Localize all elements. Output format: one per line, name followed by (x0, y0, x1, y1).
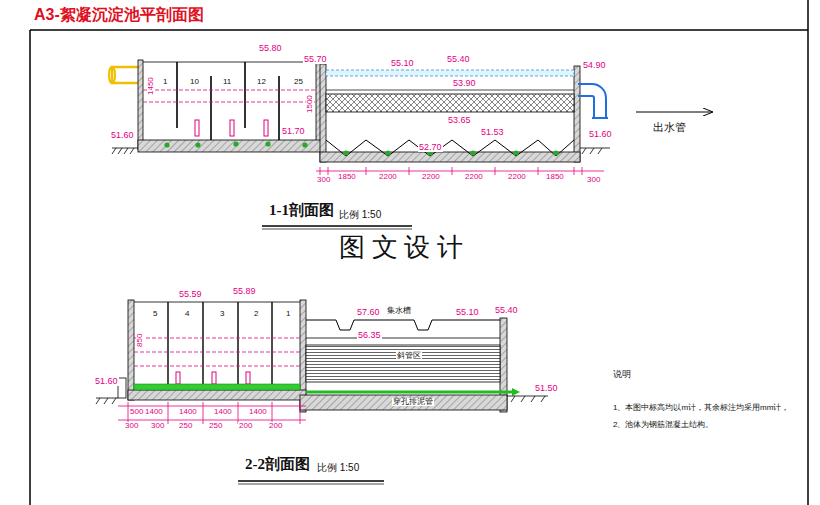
callout-number: 5 (152, 310, 158, 318)
elevation-label: 55.89 (232, 287, 257, 296)
dimension-label: 2200 (421, 173, 441, 181)
dimension-label: 500 (129, 408, 144, 416)
dimension-label: 1400 (144, 408, 164, 416)
dimension-label: 1400 (178, 408, 198, 416)
note-text: 1、本图中标高均以m计，其余标注均采用mm计， (612, 404, 790, 412)
part-label: 出水管 (652, 122, 687, 134)
dimension-label: 1850 (337, 173, 357, 181)
callout-number: 4 (184, 310, 190, 318)
note-text: 说明 (612, 370, 632, 379)
callout-number: 25 (293, 78, 304, 86)
dimension-label: 1400 (248, 408, 268, 416)
dimension-label: 1400 (213, 408, 233, 416)
flocculation-tank-1 (109, 56, 322, 154)
dimension-label: 1450 (147, 76, 155, 96)
elevation-label: 55.80 (258, 44, 283, 53)
dimension-label: 1500 (306, 94, 314, 114)
elevation-label: 54.90 (582, 61, 607, 70)
dimension-label: 300 (316, 176, 331, 184)
elevation-label: 51.60 (94, 377, 119, 386)
elevation-label: 51.53 (480, 128, 505, 137)
dimension-label: 200 (268, 422, 283, 430)
part-label: 穿孔排泥管 (392, 398, 434, 406)
dimension-label: 2200 (507, 173, 527, 181)
dimension-lines-2 (118, 402, 306, 424)
caption-underline (262, 226, 412, 229)
caption-underline (238, 481, 384, 484)
dimension-label: 850 (136, 333, 144, 348)
drawing-frame (30, 0, 808, 505)
dimension-label: 300 (150, 422, 165, 430)
section-caption: 2-2剖面图 (244, 457, 311, 473)
elevation-label: 53.90 (452, 79, 477, 88)
part-label: 斜管区 (396, 352, 422, 360)
callout-number: 1 (285, 310, 291, 318)
elevation-label: 55.10 (390, 59, 415, 68)
sedimentation-tank-1 (320, 64, 712, 162)
sedimentation-tank-2 (300, 318, 548, 412)
section-caption: 1-1剖面图 (268, 203, 335, 219)
elevation-label: 53.65 (447, 116, 472, 125)
elevation-label: 51.60 (110, 131, 135, 140)
elevation-label: 51.60 (588, 130, 613, 139)
dimension-label: 300 (586, 176, 601, 184)
elevation-label: 55.10 (455, 308, 480, 317)
dimension-label: 300 (124, 422, 139, 430)
elevation-label: 55.40 (446, 55, 471, 64)
elevation-label: 51.50 (534, 384, 559, 393)
elevation-label: 55.70 (303, 55, 328, 64)
elevation-label: 55.59 (178, 290, 203, 299)
callout-number: 1 (162, 78, 168, 86)
note-text: 2、池体为钢筋混凝土结构。 (612, 421, 714, 429)
watermark: 图 文 设 计 (338, 234, 464, 261)
elevation-label: 57.60 (356, 308, 381, 317)
dimension-label: 2200 (464, 173, 484, 181)
dimension-label: 250 (208, 422, 223, 430)
dimension-label: 1850 (545, 173, 565, 181)
callout-number: 12 (256, 78, 267, 86)
elevation-label: 55.40 (494, 306, 519, 315)
scale-label: 比例 1:50 (316, 463, 360, 474)
dimension-label: 200 (238, 422, 253, 430)
callout-number: 2 (253, 310, 259, 318)
elevation-label: 56.35 (357, 331, 382, 340)
callout-number: 3 (219, 310, 225, 318)
flocculation-tank-2 (96, 300, 306, 412)
part-label: 集水槽 (386, 307, 412, 315)
dimension-label: 2200 (378, 173, 398, 181)
elevation-label: 51.70 (281, 127, 306, 136)
scale-label: 比例 1:50 (338, 210, 382, 221)
dimension-label: 250 (178, 422, 193, 430)
callout-number: 11 (222, 78, 232, 86)
callout-number: 10 (189, 78, 200, 86)
drawing-title: A3-絮凝沉淀池平剖面图 (34, 5, 204, 26)
elevation-label: 52.70 (418, 143, 443, 152)
